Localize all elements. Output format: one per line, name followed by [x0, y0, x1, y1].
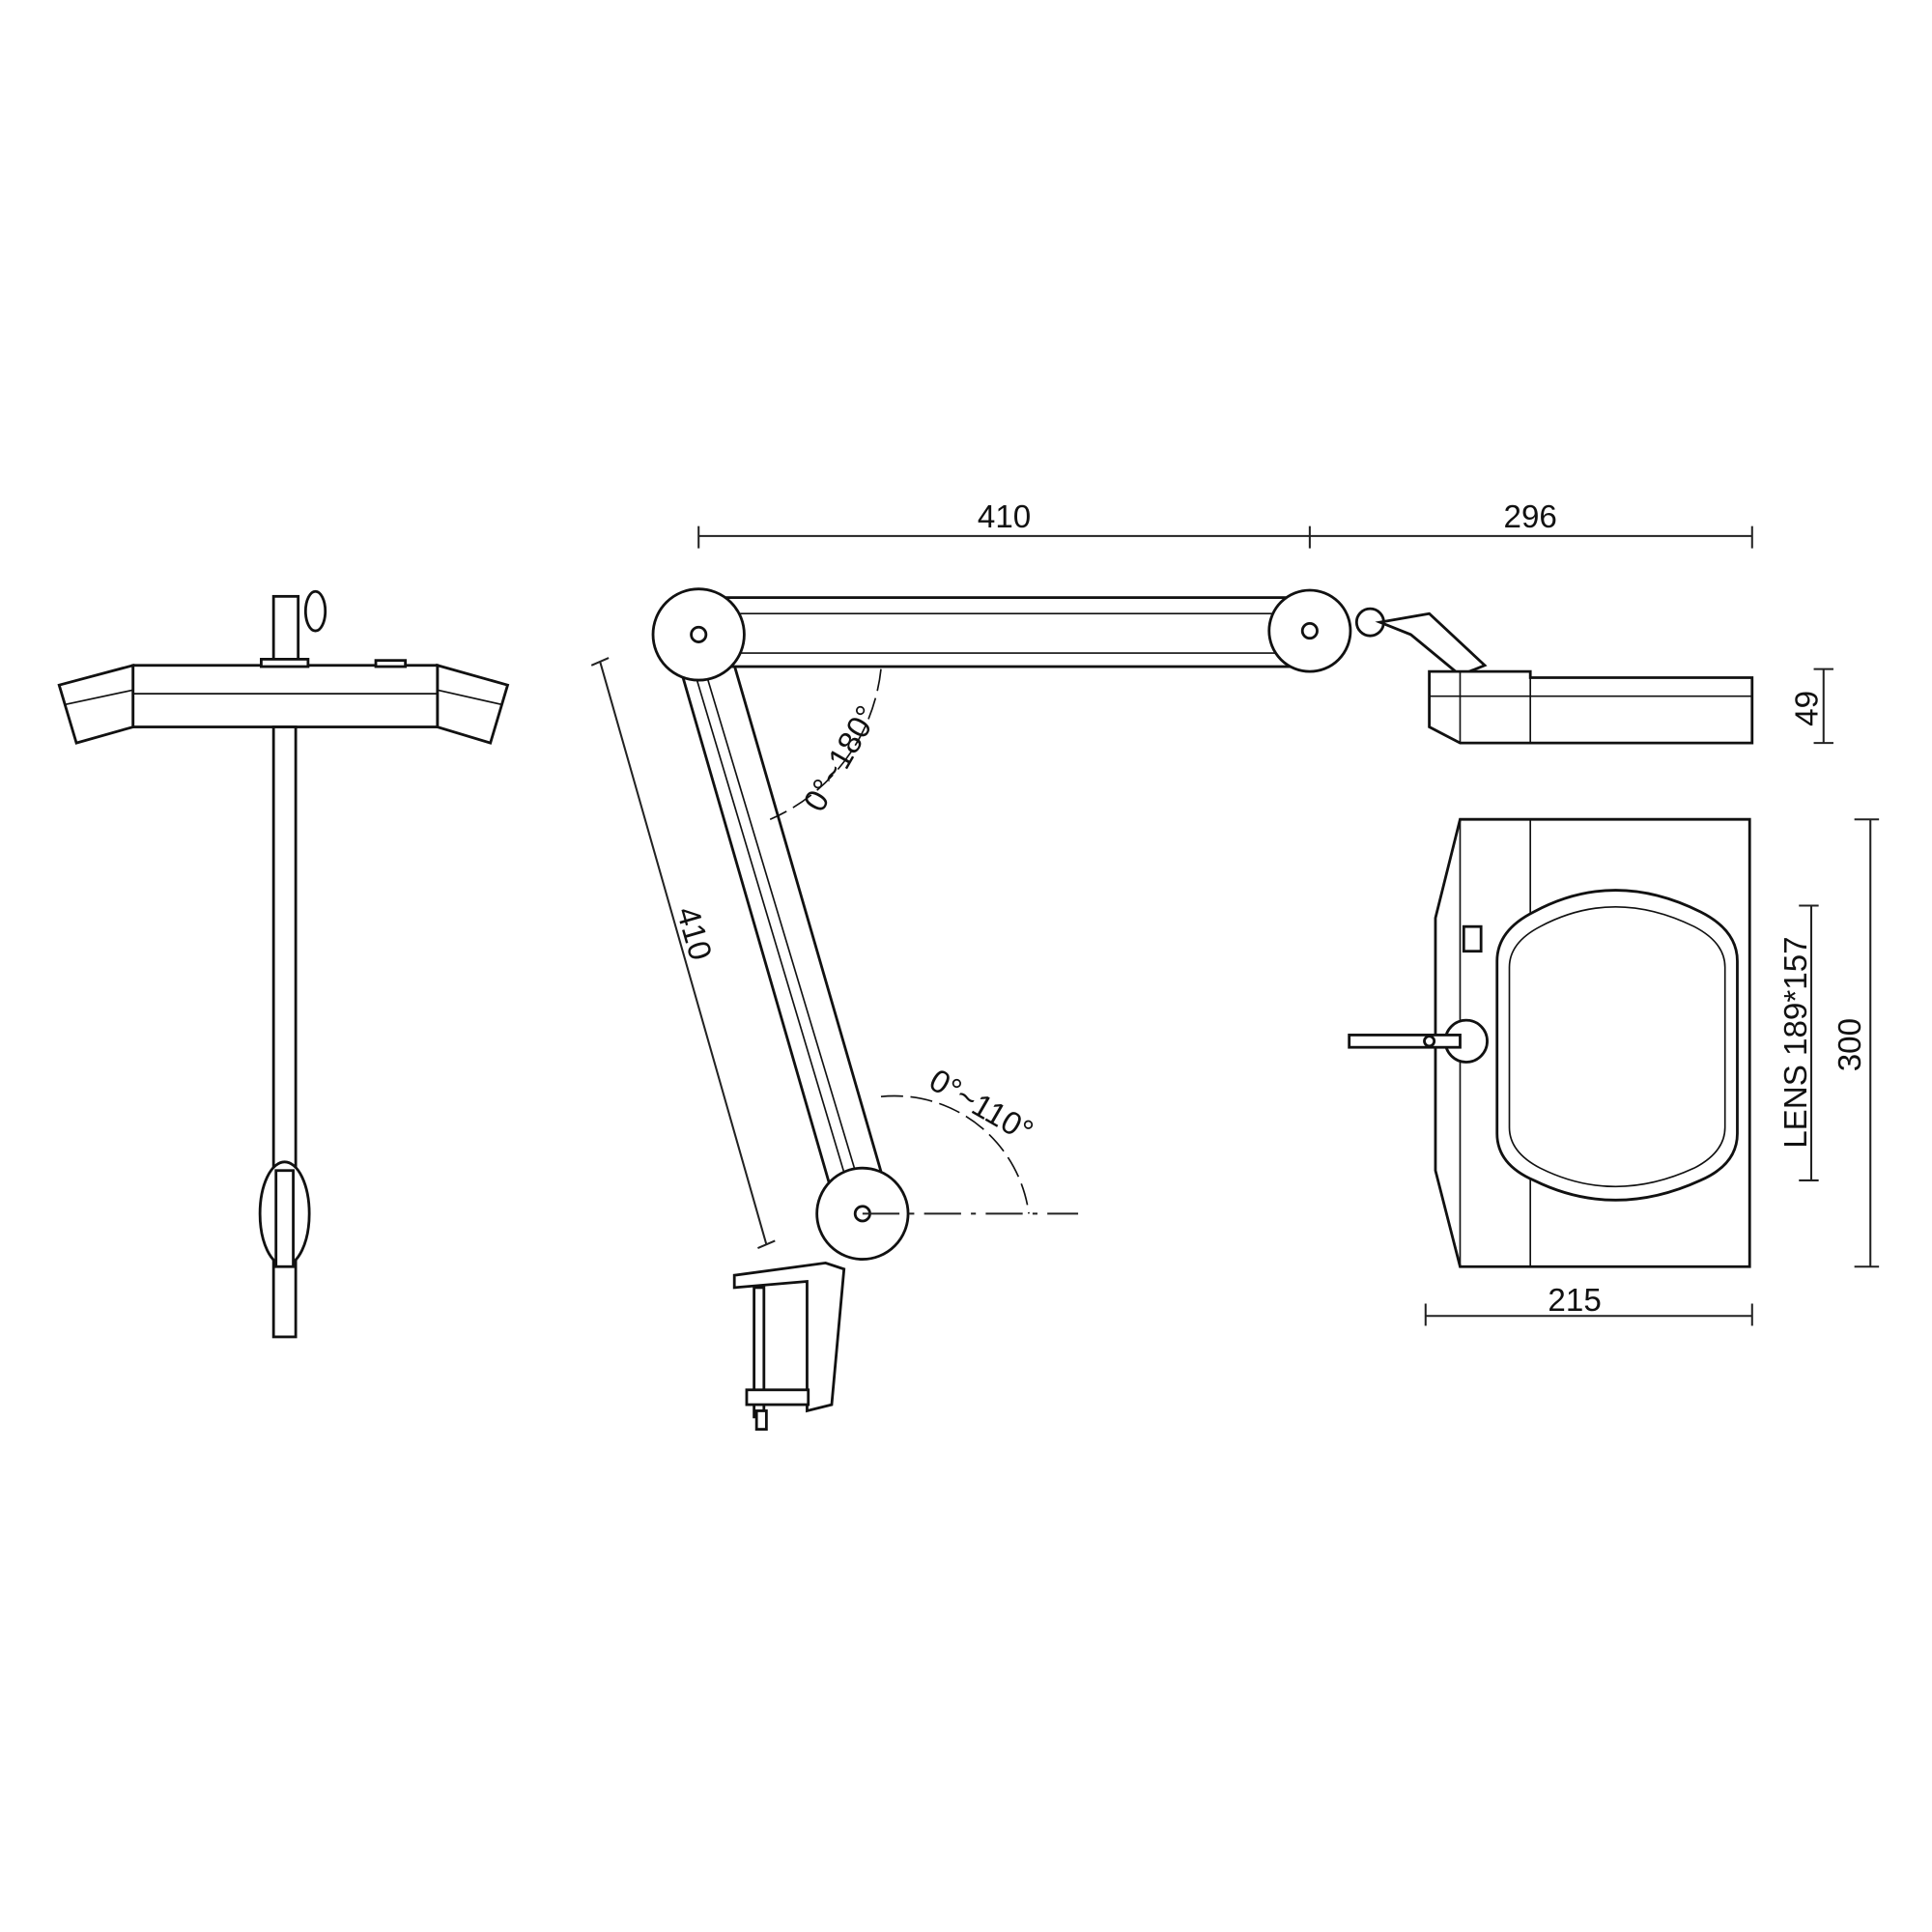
- head-side-view: 49: [1428, 668, 1833, 745]
- reach-dimension: 296: [1504, 499, 1557, 535]
- upper-arm-dimension: 410: [978, 499, 1031, 535]
- head-height-dimension: 49: [1789, 691, 1825, 726]
- side-view: 0°~180° 0°~110°: [651, 587, 1488, 1431]
- base-angle-label: 0°~110°: [923, 1063, 1038, 1151]
- arm-dimensions: 410 296 410: [590, 499, 1753, 1250]
- front-view: [57, 589, 510, 1339]
- head-width-dimension: 215: [1548, 1283, 1601, 1319]
- elbow-angle-label: 0°~180°: [797, 700, 886, 818]
- head-length-dimension: 300: [1833, 1018, 1868, 1071]
- lower-arm-dimension: 410: [669, 903, 719, 964]
- lens-size-dimension: LENS 189*157: [1778, 936, 1814, 1148]
- head-top-view: 300 LENS 189*157 215: [1348, 817, 1880, 1326]
